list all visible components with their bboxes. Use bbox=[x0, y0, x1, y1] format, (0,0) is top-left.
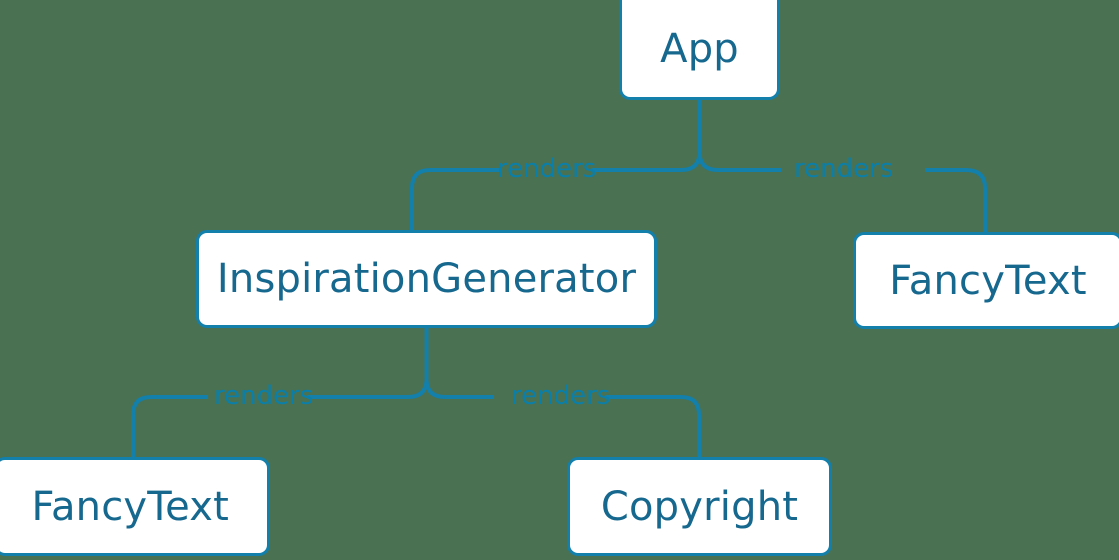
edge-label-app-to-inspiration-generator: renders bbox=[497, 154, 597, 184]
edge-inspiration-to-copyright bbox=[424, 378, 701, 457]
node-inspiration-generator[interactable]: InspirationGenerator bbox=[196, 230, 657, 328]
edge-app-to-fancytext-right bbox=[697, 151, 987, 232]
node-fancytext-bottom[interactable]: FancyText bbox=[0, 457, 270, 556]
node-app-label: App bbox=[660, 25, 739, 72]
node-copyright-label: Copyright bbox=[600, 483, 799, 530]
node-fancytext-bottom-label: FancyText bbox=[31, 483, 229, 530]
node-fancytext-right[interactable]: FancyText bbox=[853, 232, 1119, 329]
edge-label-inspiration-to-copyright: renders bbox=[511, 381, 611, 411]
node-fancytext-right-label: FancyText bbox=[889, 257, 1087, 304]
node-inspiration-generator-label: InspirationGenerator bbox=[216, 256, 637, 302]
edge-label-inspiration-to-fancytext-bottom: renders bbox=[214, 381, 314, 411]
node-app[interactable]: App bbox=[619, 0, 780, 100]
edge-label-app-to-fancytext-right: renders bbox=[794, 154, 894, 184]
node-copyright[interactable]: Copyright bbox=[567, 457, 832, 556]
